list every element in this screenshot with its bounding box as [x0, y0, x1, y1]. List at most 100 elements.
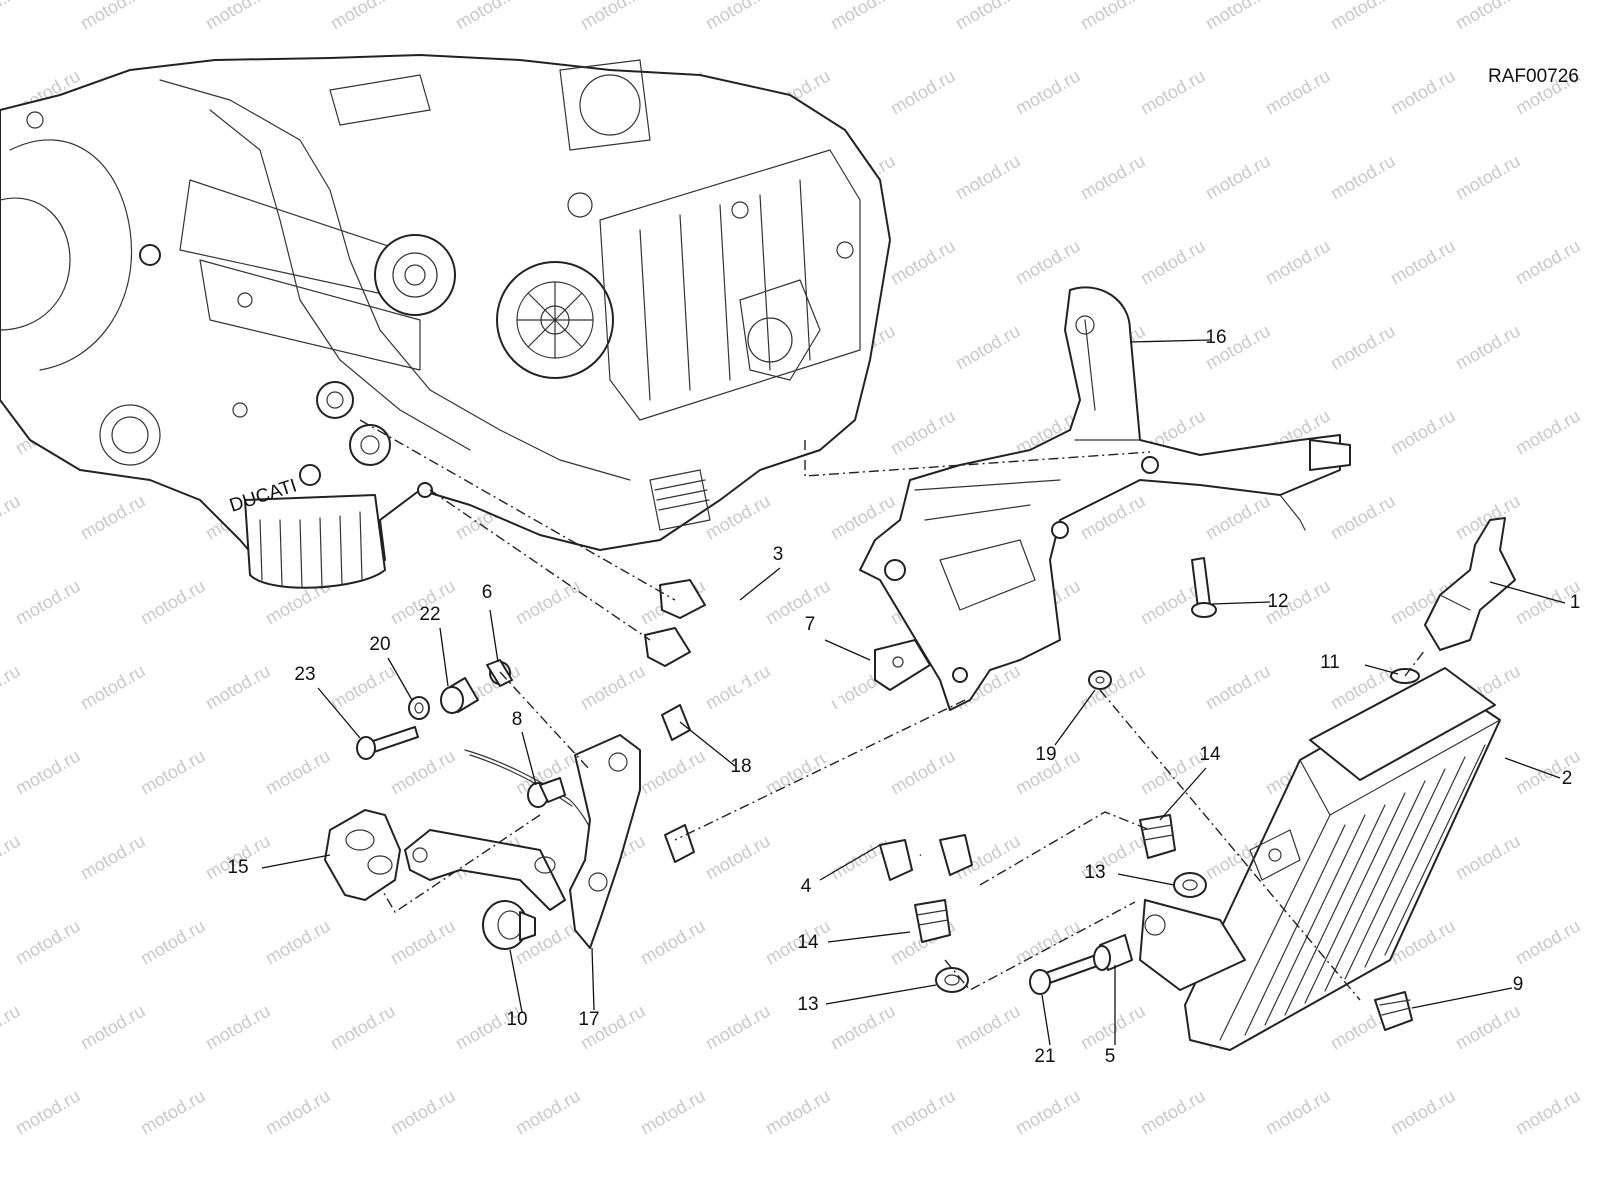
watermark-text: motod.ru: [1262, 236, 1334, 289]
callout-number: 17: [578, 1009, 599, 1030]
watermark-text: motod.ru: [1387, 406, 1459, 459]
callout-leader-line: [1054, 689, 1096, 746]
watermark-text: motod.ru: [1137, 746, 1209, 799]
watermark-text: motod.ru: [827, 1001, 899, 1054]
callout-leader-line: [387, 657, 413, 701]
callout-number: 5: [1105, 1046, 1116, 1067]
watermark-text: motod.ru: [1387, 236, 1459, 289]
watermark-text: motod.ru: [1387, 1086, 1459, 1139]
callout-leader-line: [317, 687, 361, 739]
watermark-text: motod.ru: [1202, 0, 1274, 33]
watermark-text: motod.ru: [452, 0, 524, 33]
watermark-text: motod.ru: [1202, 151, 1274, 204]
callout-leader-line: [489, 609, 499, 663]
callout-leader-line: [1129, 339, 1211, 343]
watermark-text: motod.ru: [1012, 236, 1084, 289]
watermark-text: motod.ru: [77, 491, 149, 544]
watermark-text: motod.ru: [262, 1086, 334, 1139]
watermark-text: motod.ru: [1077, 151, 1149, 204]
watermark-text: motod.ru: [702, 0, 774, 33]
watermark-text: motod.ru: [262, 746, 334, 799]
callout-leader-line: [509, 949, 523, 1013]
callout-number: 15: [227, 857, 248, 878]
watermark-text: motod.ru: [1327, 151, 1399, 204]
callout-number: 9: [1513, 974, 1524, 995]
watermark-text: motod.ru: [887, 406, 959, 459]
watermark-text: motod.ru: [1137, 66, 1209, 119]
watermark-text: motod.ru: [1512, 1086, 1584, 1139]
watermark-text: motod.ru: [952, 1001, 1024, 1054]
callout-number: 23: [294, 664, 315, 685]
callout-leader-line: [819, 844, 881, 881]
watermark-text: motod.ru: [0, 491, 24, 544]
callout-layer: 1234567891011121313141415161718192021222…: [227, 327, 1580, 1067]
callout-number: 1: [1570, 592, 1581, 613]
watermark-text: motod.ru: [77, 831, 149, 884]
watermark-text: motod.ru: [762, 1086, 834, 1139]
watermark-text: motod.ru: [577, 0, 649, 33]
watermark-text: motod.ru: [952, 321, 1024, 374]
callout-number: 13: [797, 994, 818, 1015]
watermark-text: motod.ru: [1452, 831, 1524, 884]
watermark-text: motod.ru: [1202, 491, 1274, 544]
callout-leader-line: [679, 721, 736, 767]
watermark-text: motod.ru: [887, 236, 959, 289]
callout-number: 7: [805, 614, 816, 635]
drawing-code: RAF00726: [1488, 66, 1579, 87]
watermark-text: motod.ru: [762, 576, 834, 629]
callout-number: 14: [797, 932, 819, 953]
watermark-text: motod.ru: [77, 661, 149, 714]
callout-leader-line: [1411, 987, 1513, 1009]
part-3-4-oil-hoses: [644, 579, 973, 881]
callout-number: 10: [506, 1009, 527, 1030]
callout-leader-line: [827, 931, 911, 943]
watermark-text: motod.ru: [137, 1086, 209, 1139]
watermark-text: motod.ru: [1512, 236, 1584, 289]
watermark-text: motod.ru: [137, 916, 209, 969]
watermark-text: motod.ru: [202, 0, 274, 33]
watermark-text: motod.ru: [0, 831, 24, 884]
callout-number: 2: [1562, 768, 1573, 789]
watermark-text: motod.ru: [1077, 0, 1149, 33]
watermark-text: motod.ru: [387, 746, 459, 799]
watermark-text: motod.ru: [1512, 406, 1584, 459]
watermark-text: motod.ru: [1012, 1086, 1084, 1139]
watermark-text: motod.ru: [1012, 916, 1084, 969]
watermark-text: motod.ru: [202, 661, 274, 714]
callout-number: 20: [369, 634, 390, 655]
watermark-text: motod.ru: [952, 151, 1024, 204]
watermark-text: motod.ru: [1012, 66, 1084, 119]
watermark-text: motod.ru: [512, 576, 584, 629]
callout-number: 21: [1034, 1046, 1055, 1067]
callout-leader-line: [1041, 994, 1051, 1046]
watermark-text: motod.ru: [1327, 491, 1399, 544]
callout-leader-line: [1117, 873, 1175, 886]
watermark-text: motod.ru: [887, 66, 959, 119]
watermark-text: motod.ru: [1137, 236, 1209, 289]
callout-leader-line: [1364, 664, 1399, 675]
watermark-text: motod.ru: [1452, 151, 1524, 204]
watermark-text: motod.ru: [827, 0, 899, 33]
watermark-text: motod.ru: [1512, 916, 1584, 969]
callout-leader-line: [261, 854, 331, 869]
callout-number: 8: [512, 709, 523, 730]
watermark-text: motod.ru: [1327, 321, 1399, 374]
callout-leader-line: [825, 984, 937, 1005]
callout-number: 22: [419, 604, 440, 625]
callout-number: 16: [1205, 327, 1226, 348]
watermark-text: motod.ru: [77, 1001, 149, 1054]
watermark-text: motod.ru: [702, 1001, 774, 1054]
watermark-text: motod.ru: [0, 661, 24, 714]
watermark-text: motod.ru: [1327, 0, 1399, 33]
watermark-text: motod.ru: [12, 1086, 84, 1139]
watermark-text: motod.ru: [327, 1001, 399, 1054]
small-parts: [324, 517, 1516, 1031]
callout-leader-line: [439, 627, 449, 687]
callout-number: 12: [1267, 591, 1288, 612]
callout-number: 14: [1199, 744, 1221, 765]
watermark-text: motod.ru: [1452, 0, 1524, 33]
watermark-text: motod.ru: [1452, 1001, 1524, 1054]
watermark-text: motod.ru: [12, 746, 84, 799]
callout-number: 4: [801, 876, 812, 897]
